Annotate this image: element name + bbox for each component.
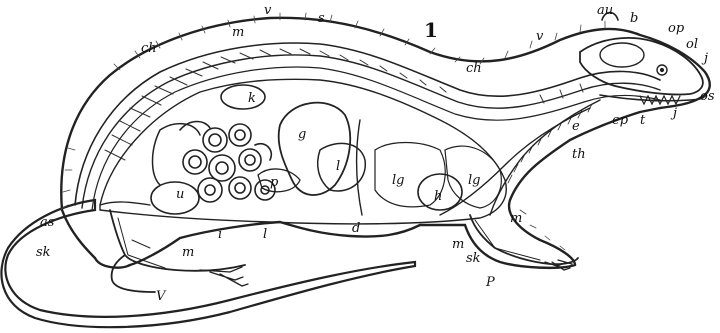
label-h: h: [434, 189, 442, 204]
label-l: l: [336, 159, 340, 174]
brain: [600, 43, 644, 67]
label-d: d: [352, 221, 360, 236]
label-e: e: [572, 119, 580, 134]
label-m-hind: m: [182, 245, 194, 260]
label-ch-left: ch: [141, 41, 157, 56]
label-j: j: [701, 51, 708, 66]
label-k: k: [248, 91, 256, 106]
label-P: P: [485, 275, 495, 290]
figure-number: 1: [424, 18, 438, 42]
label-sk-hind: sk: [36, 245, 51, 260]
rectum: [100, 202, 150, 205]
label-sk-fore: sk: [466, 251, 481, 266]
label-lg-right: lg: [468, 173, 480, 188]
label-b: b: [630, 11, 638, 26]
label-m-fore-2: m: [452, 237, 464, 252]
label-os: os: [700, 89, 715, 104]
label-lg-left: lg: [392, 173, 404, 188]
label-i: i: [218, 227, 222, 242]
kidney: [221, 85, 265, 109]
lower-jaw: [600, 94, 706, 101]
label-ep: ep: [612, 113, 629, 128]
label-ol: ol: [686, 37, 698, 52]
label-op: op: [668, 21, 685, 36]
body-outline: [61, 18, 709, 268]
label-ch-mid: ch: [466, 61, 482, 76]
rat-illustration: [1, 13, 709, 328]
label-au: au: [597, 3, 613, 18]
label-v-top: v: [264, 3, 272, 18]
label-as: as: [40, 215, 55, 230]
caecum: [153, 124, 201, 185]
trachea-rings: [508, 104, 592, 183]
label-l-lower: l: [263, 227, 267, 242]
hind-limb: [110, 210, 245, 292]
label-m-back: m: [232, 25, 244, 40]
diaphragm: [356, 120, 362, 215]
eye-pupil: [660, 68, 663, 71]
oesophagus: [440, 108, 590, 215]
label-V: V: [156, 289, 167, 304]
fore-limb: [470, 215, 578, 264]
label-p: p: [270, 175, 279, 190]
label-j-lower: j: [670, 106, 677, 121]
label-m-fore: m: [510, 211, 522, 226]
label-g: g: [298, 127, 306, 142]
bladder: [151, 182, 199, 214]
intestines: [180, 122, 275, 203]
label-th: th: [572, 147, 586, 162]
stomach: [279, 103, 351, 195]
label-t: t: [640, 113, 646, 128]
label-u: u: [176, 187, 184, 202]
label-v-neck: v: [536, 29, 544, 44]
label-s: s: [318, 11, 325, 26]
